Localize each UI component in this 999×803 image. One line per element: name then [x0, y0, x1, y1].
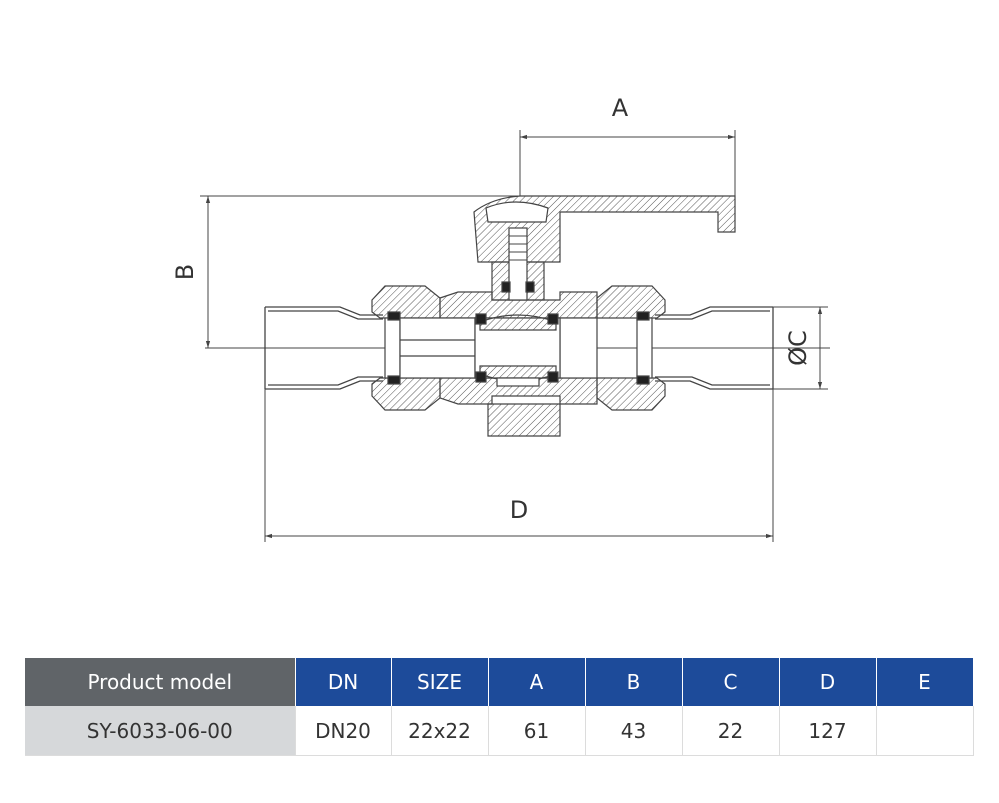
dimension-a-label: A [612, 94, 629, 122]
header-b: B [585, 658, 683, 706]
valve-body [399, 291, 598, 437]
dimension-b-label: B [171, 264, 199, 280]
valve-ball [474, 313, 561, 387]
cell-d: 127 [779, 706, 877, 756]
left-pipe [264, 306, 383, 390]
cell-product-model: SY-6033-06-00 [25, 706, 296, 756]
header-product-model: Product model [25, 658, 296, 706]
header-dn: DN [295, 658, 392, 706]
dimension-d [264, 389, 774, 542]
cell-size: 22x22 [391, 706, 489, 756]
dimension-a [519, 130, 736, 196]
right-pipe [655, 306, 774, 390]
table-header-row: Product model DN SIZE A B C D E [25, 658, 974, 706]
valve-handle [473, 195, 736, 301]
dimension-c-label: ØC [784, 330, 812, 366]
header-e: E [876, 658, 974, 706]
dimension-c [773, 306, 828, 390]
spec-table: Product model DN SIZE A B C D E SY-6033-… [25, 658, 974, 756]
dimension-b [200, 195, 520, 348]
cell-e [876, 706, 974, 756]
cell-c: 22 [682, 706, 780, 756]
header-c: C [682, 658, 780, 706]
header-size: SIZE [391, 658, 489, 706]
cell-dn: DN20 [295, 706, 392, 756]
dimension-d-label: D [510, 496, 528, 524]
right-union-nut [596, 285, 666, 411]
valve-technical-drawing: A B ØC D [171, 94, 830, 542]
header-a: A [488, 658, 586, 706]
header-d: D [779, 658, 877, 706]
left-union-nut [371, 285, 441, 411]
cell-a: 61 [488, 706, 586, 756]
table-row: SY-6033-06-00 DN20 22x22 61 43 22 127 [25, 706, 974, 756]
cell-b: 43 [585, 706, 683, 756]
